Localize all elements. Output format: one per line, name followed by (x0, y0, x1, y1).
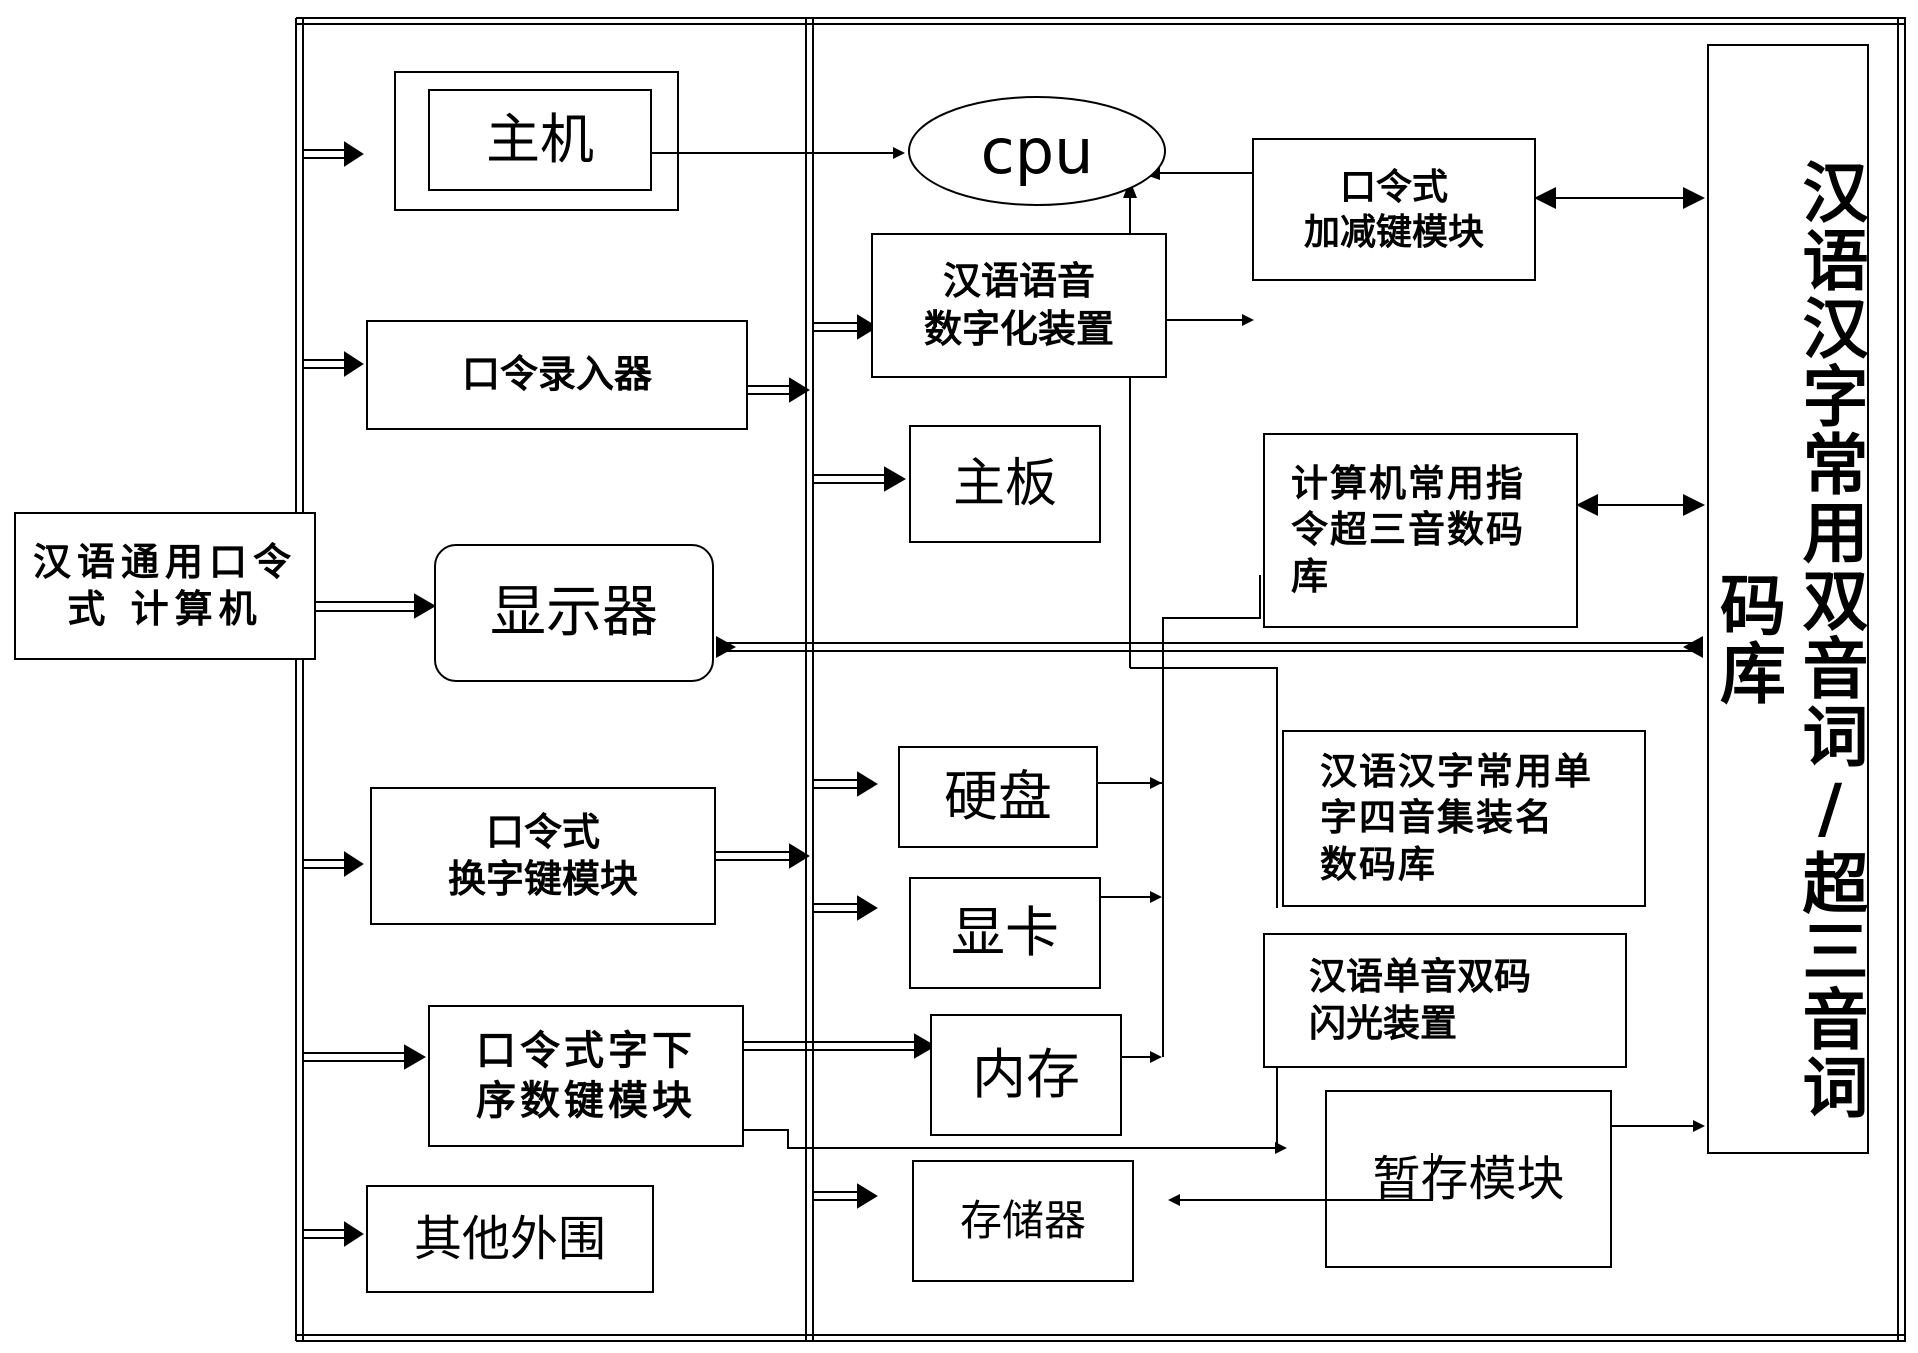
command-db-label: 计算机常用指 令超三音数码 库 (1291, 461, 1525, 600)
memory-box: 内存 (930, 1014, 1122, 1136)
host-label: 主机 (486, 106, 594, 174)
single-char-db-label: 汉语汉字常用单 字四音集装名 数码库 (1320, 749, 1593, 888)
recorder-box: 口令录入器 (366, 320, 748, 430)
speech-digitizer-label: 汉语语音 数字化装置 (924, 258, 1114, 353)
switch-key-module-label: 口令式 换字键模块 (448, 809, 638, 904)
computer-label: 汉语通用口令式 计算机 (30, 539, 300, 634)
word-db-label: 汉语汉字常用双音词/超三音词码库 (1706, 126, 1871, 1152)
graphics-card-label: 显卡 (951, 899, 1059, 967)
temp-module-box: 暂存模块 (1325, 1090, 1612, 1268)
plus-minus-module-box: 口令式 加减键模块 (1252, 138, 1536, 281)
temp-module-label: 暂存模块 (1372, 1149, 1564, 1209)
display-box: 显示器 (434, 544, 714, 682)
command-db-box: 计算机常用指 令超三音数码 库 (1263, 433, 1578, 628)
plus-minus-module-label: 口令式 加减键模块 (1304, 165, 1484, 255)
hard-disk-label: 硬盘 (944, 763, 1052, 831)
order-key-module-box: 口令式字下 序数键模块 (428, 1005, 744, 1147)
storage-box: 存储器 (912, 1160, 1134, 1282)
host-box: 主机 (428, 89, 652, 191)
middle-entry-arrows (813, 316, 904, 1207)
cpu-label: cpu (981, 115, 1094, 188)
hard-disk-box: 硬盘 (898, 746, 1098, 848)
flash-device-box: 汉语单音双码 闪光装置 (1263, 933, 1627, 1068)
display-label: 显示器 (490, 578, 658, 648)
motherboard-label: 主板 (953, 452, 1057, 517)
order-key-module-label: 口令式字下 序数键模块 (476, 1026, 696, 1126)
left-entry-arrows (303, 143, 424, 1245)
speech-digitizer-box: 汉语语音 数字化装置 (871, 233, 1167, 378)
storage-label: 存储器 (960, 1195, 1086, 1248)
computer-box: 汉语通用口令式 计算机 (14, 512, 316, 660)
word-db-box: 汉语汉字常用双音词/超三音词码库 (1707, 44, 1869, 1154)
peripherals-label: 其他外围 (414, 1209, 606, 1269)
graphics-card-box: 显卡 (909, 877, 1101, 989)
flash-device-label: 汉语单音双码 闪光装置 (1309, 954, 1531, 1047)
computer-to-display-arrow (300, 595, 434, 617)
cpu-box: cpu (909, 97, 1165, 205)
peripherals-box: 其他外围 (366, 1185, 654, 1293)
left-to-middle-arrows (716, 379, 808, 867)
single-char-db-box: 汉语汉字常用单 字四音集装名 数码库 (1282, 730, 1646, 907)
motherboard-box: 主板 (909, 425, 1101, 543)
recorder-label: 口令录入器 (462, 351, 652, 399)
switch-key-module-box: 口令式 换字键模块 (370, 787, 716, 925)
memory-label: 内存 (972, 1041, 1080, 1109)
order-module-to-memory (744, 1035, 934, 1057)
